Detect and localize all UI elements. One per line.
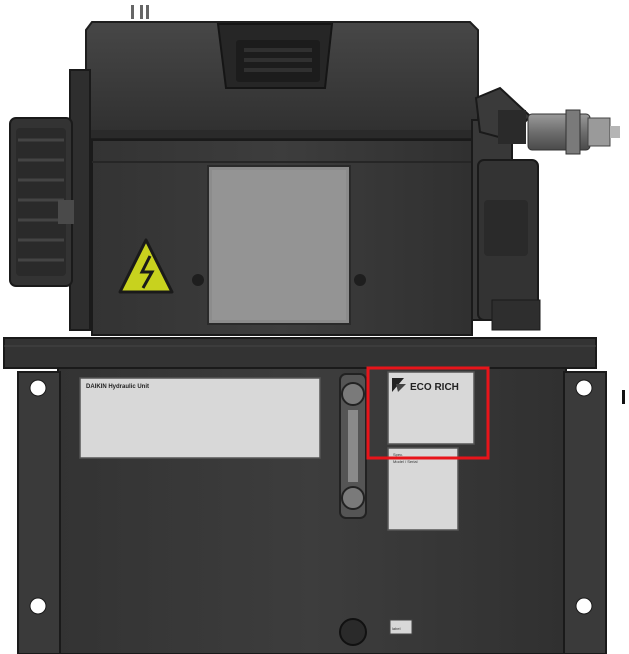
daikin-logo-icon — [392, 378, 406, 392]
side-fan — [9, 69, 91, 331]
electrical-box — [91, 139, 473, 336]
brand-plate-text: ECO RICH — [410, 382, 459, 393]
motor-cover — [85, 21, 479, 139]
oil-level-gauge — [339, 373, 367, 519]
base-flange — [3, 337, 597, 369]
highlight-box — [366, 366, 490, 460]
spec-plate-line2: Model / Serial — [393, 459, 418, 464]
spec-plate-line1: Spec. — [393, 452, 403, 457]
brand-plate: ECO RICH — [387, 371, 475, 445]
left-plate-header: DAIKIN Hydraulic Unit — [86, 384, 149, 390]
bottom-tag: label — [389, 619, 413, 635]
drain-plug — [339, 618, 367, 646]
spec-plate: Spec. Model / Serial — [387, 447, 459, 531]
bottom-tag-text: label — [392, 626, 401, 631]
edge-marker — [622, 390, 625, 404]
top-terminals — [131, 5, 149, 19]
high-voltage-warning-icon — [118, 238, 174, 294]
left-info-plate: DAIKIN Hydraulic Unit — [79, 377, 321, 459]
pump-assembly — [471, 86, 620, 331]
